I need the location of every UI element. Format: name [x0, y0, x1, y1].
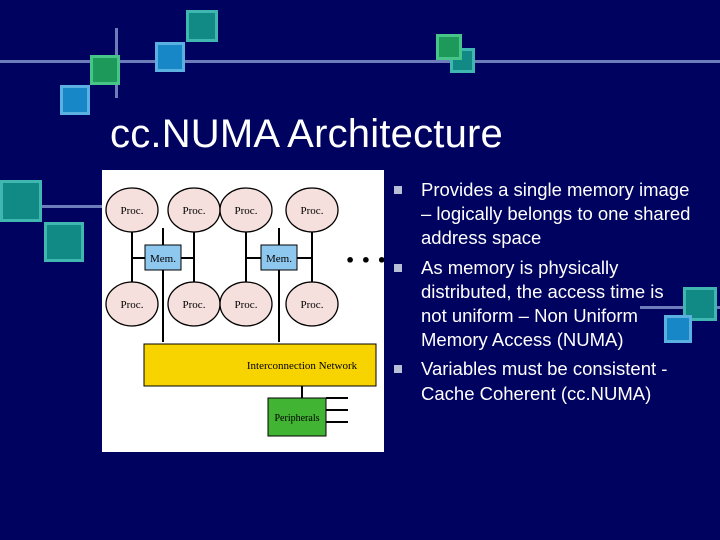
slide-title: cc.NUMA Architecture: [110, 112, 504, 156]
proc-label: Proc.: [301, 205, 324, 217]
bullet-text: As memory is physically distributed, the…: [421, 256, 664, 351]
interconnection-network-box: [143, 343, 377, 387]
interconnection-network-label: Interconnection Network: [247, 360, 358, 372]
proc-label: Proc.: [301, 299, 324, 311]
bullet-square-icon: [394, 186, 402, 194]
ellipsis-more-nodes: • • •: [345, 251, 384, 270]
top-decor-line: [0, 60, 720, 63]
mem-box: [260, 244, 298, 271]
decor-square: [0, 180, 42, 222]
node-1: Proc. Proc. Mem. Proc. Proc.: [105, 187, 221, 327]
peripherals-label: Peripherals: [275, 413, 320, 424]
decor-square: [436, 34, 462, 60]
proc-circle: [105, 187, 159, 233]
decor-square: [664, 315, 692, 343]
proc-label: Proc.: [121, 299, 144, 311]
bullet-square-icon: [394, 263, 402, 272]
proc-label: Proc.: [235, 205, 258, 217]
left-decor-line: [0, 205, 110, 208]
bullet-text: Variables must be consistent - Cache Coh…: [421, 358, 668, 404]
decor-square: [155, 42, 185, 72]
bullet-square-icon: [394, 365, 402, 374]
decor-square: [450, 48, 475, 73]
proc-label: Proc.: [183, 299, 206, 311]
proc-label: Proc.: [235, 299, 258, 311]
proc-circle: [285, 281, 339, 327]
peripherals-box: [267, 397, 327, 437]
decor-square: [90, 55, 120, 85]
bullet-text: Provides a single memory image – logical…: [421, 179, 691, 249]
numa-diagram-svg: Proc. Proc. Mem. Proc. Proc. Proc. Proc.…: [105, 187, 387, 437]
bullet-item: Provides a single memory image – logical…: [392, 178, 692, 251]
proc-circle: [219, 281, 273, 327]
mem-label: Mem.: [150, 253, 176, 265]
proc-circle: [285, 187, 339, 233]
mem-label: Mem.: [266, 253, 292, 265]
bullet-item: Variables must be consistent - Cache Coh…: [392, 357, 692, 405]
proc-label: Proc.: [121, 205, 144, 217]
node-2: Proc. Proc. Mem. Proc. Proc.: [219, 187, 339, 327]
right-decor-line: [640, 306, 720, 309]
mem-box: [144, 244, 182, 271]
decor-square: [186, 10, 218, 42]
decor-square: [60, 85, 90, 115]
numa-diagram: Proc. Proc. Mem. Proc. Proc. Proc. Proc.…: [102, 170, 387, 452]
proc-label: Proc.: [183, 205, 206, 217]
bullet-item: As memory is physically distributed, the…: [392, 256, 692, 353]
proc-circle: [105, 281, 159, 327]
decor-square: [44, 222, 84, 262]
proc-circle: [219, 187, 273, 233]
bullet-list: Provides a single memory image – logical…: [392, 178, 692, 411]
